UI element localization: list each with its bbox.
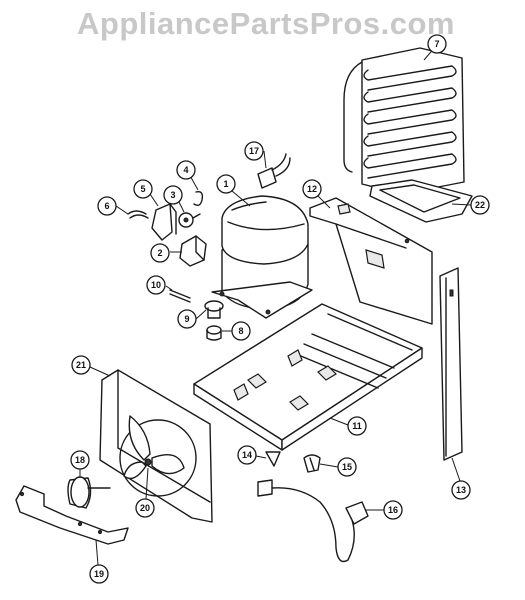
callout-2: 2 bbox=[150, 243, 170, 263]
callout-19: 19 bbox=[89, 564, 109, 584]
clip-small[interactable] bbox=[193, 190, 204, 207]
svg-text:21: 21 bbox=[76, 360, 86, 370]
svg-text:9: 9 bbox=[184, 314, 189, 324]
fan-bracket[interactable] bbox=[15, 485, 129, 545]
callout-9: 9 bbox=[177, 309, 197, 329]
callout-16: 16 bbox=[383, 500, 403, 520]
svg-text:5: 5 bbox=[140, 184, 145, 194]
callout-18: 18 bbox=[70, 450, 90, 470]
clip[interactable] bbox=[127, 210, 149, 219]
svg-text:11: 11 bbox=[352, 421, 362, 431]
bracket[interactable] bbox=[151, 203, 177, 241]
callout-15: 15 bbox=[337, 457, 357, 477]
svg-text:4: 4 bbox=[183, 165, 188, 175]
callout-14: 14 bbox=[237, 445, 257, 465]
svg-text:8: 8 bbox=[238, 326, 243, 336]
cable-clamp[interactable] bbox=[303, 454, 321, 473]
back-panel[interactable] bbox=[309, 197, 433, 325]
svg-text:19: 19 bbox=[94, 569, 104, 579]
svg-text:3: 3 bbox=[170, 190, 175, 200]
plug[interactable] bbox=[265, 451, 281, 467]
callout-10: 10 bbox=[146, 275, 166, 295]
svg-text:2: 2 bbox=[157, 248, 162, 258]
wire-harness[interactable] bbox=[257, 479, 369, 563]
start-relay[interactable] bbox=[179, 235, 207, 267]
svg-text:17: 17 bbox=[249, 146, 259, 156]
screw[interactable] bbox=[169, 289, 191, 303]
callout-13: 13 bbox=[451, 480, 471, 500]
leader-lines bbox=[79, 45, 472, 566]
callout-1: 1 bbox=[216, 174, 236, 194]
overload-protector[interactable] bbox=[178, 212, 201, 228]
side-strip[interactable] bbox=[439, 267, 463, 461]
base-pan[interactable] bbox=[193, 303, 423, 451]
callout-7: 7 bbox=[427, 34, 447, 54]
fan-motor[interactable] bbox=[67, 476, 111, 509]
callout-4: 4 bbox=[176, 160, 196, 180]
callout-11: 11 bbox=[347, 416, 367, 436]
callout-5: 5 bbox=[133, 179, 153, 199]
svg-text:15: 15 bbox=[342, 462, 352, 472]
svg-text:20: 20 bbox=[140, 503, 150, 513]
watermark-text: AppliancePartsPros.com bbox=[77, 6, 455, 41]
callout-22: 22 bbox=[470, 195, 490, 215]
callout-21: 21 bbox=[71, 355, 91, 375]
svg-text:1: 1 bbox=[223, 179, 228, 189]
compressor[interactable] bbox=[211, 195, 313, 319]
callout-17: 17 bbox=[244, 141, 264, 161]
fan-shroud[interactable] bbox=[99, 369, 213, 523]
spacer[interactable] bbox=[206, 325, 222, 341]
svg-text:10: 10 bbox=[151, 280, 161, 290]
svg-text:13: 13 bbox=[456, 485, 466, 495]
callout-8: 8 bbox=[231, 321, 251, 341]
drip-tray[interactable] bbox=[369, 179, 473, 223]
relay[interactable] bbox=[257, 153, 291, 189]
fan-blade[interactable] bbox=[123, 415, 185, 480]
svg-text:14: 14 bbox=[242, 450, 252, 460]
svg-text:7: 7 bbox=[434, 39, 439, 49]
svg-text:22: 22 bbox=[475, 200, 485, 210]
svg-text:18: 18 bbox=[75, 455, 85, 465]
condenser-coil[interactable] bbox=[343, 47, 465, 195]
callout-12: 12 bbox=[302, 179, 322, 199]
svg-text:6: 6 bbox=[104, 201, 109, 211]
grommet[interactable] bbox=[204, 300, 224, 319]
callout-3: 3 bbox=[163, 185, 183, 205]
svg-text:12: 12 bbox=[307, 184, 317, 194]
callout-20: 20 bbox=[135, 498, 155, 518]
callout-6: 6 bbox=[97, 196, 117, 216]
svg-text:16: 16 bbox=[388, 505, 398, 515]
